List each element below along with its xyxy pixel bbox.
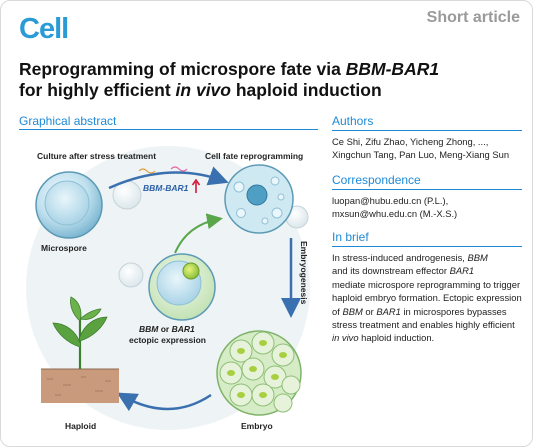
in-brief-section: In brief In stress-induced androgenesis,…: [332, 230, 522, 345]
correspondence-heading: Correspondence: [332, 173, 522, 190]
arrow-haploid: [116, 392, 212, 412]
ectopic-nucleus: [182, 262, 200, 280]
vacuole-5: [261, 217, 269, 225]
label-ectopic-genes: BBM or BAR1: [139, 324, 195, 334]
authors-heading: Authors: [332, 114, 522, 131]
label-haploid: Haploid: [65, 421, 96, 431]
wavy-signal-1: [138, 168, 156, 174]
graphical-abstract-svg: Culture after stress treatment Cell fate…: [26, 146, 310, 431]
email-link-1[interactable]: luopan@hubu.edu.cn (P.L.),: [332, 195, 449, 206]
authors-list: Ce Shi, Zifu Zhao, Yicheng Zhong, ..., X…: [332, 136, 510, 161]
vacuole-1: [233, 181, 245, 193]
graphical-abstract-heading: Graphical abstract: [19, 114, 117, 128]
article-title: Reprogramming of microspore fate via BBM…: [19, 59, 440, 100]
haploid-plant-icon: [41, 296, 119, 403]
upregulation-arrow-head-icon: [191, 178, 201, 186]
vacuole-3: [236, 208, 246, 218]
label-microspore: Microspore: [41, 243, 87, 253]
in-brief-heading: In brief: [332, 230, 522, 247]
label-culture: Culture after stress treatment: [37, 151, 156, 161]
label-reprogramming: Cell fate reprogramming: [205, 151, 303, 161]
graphical-abstract-rule: [19, 129, 318, 130]
correspondence-section: Correspondence luopan@hubu.edu.cn (P.L.)…: [332, 173, 522, 221]
vacuole-6: [277, 193, 285, 201]
embryo-cluster: [216, 330, 302, 416]
reprogrammed-nucleus: [246, 184, 268, 206]
graphical-abstract-figure: Culture after stress treatment Cell fate…: [19, 133, 318, 435]
label-embryo: Embryo: [241, 421, 273, 431]
label-embryogenesis: Embryogenesis: [299, 241, 309, 305]
vacuole-2: [270, 176, 280, 186]
wavy-signal-2: [170, 166, 188, 172]
vacuole-4: [271, 207, 283, 219]
small-bubble-3: [118, 262, 144, 288]
article-type-label: Short article: [426, 9, 520, 26]
microspore-inner: [44, 180, 90, 226]
arrow-ectopic: [174, 213, 223, 254]
label-ectopic-expression: ectopic expression: [129, 335, 206, 345]
authors-section: Authors Ce Shi, Zifu Zhao, Yicheng Zhong…: [332, 114, 522, 162]
journal-logo: Cell: [19, 13, 69, 45]
email-link-2[interactable]: mxsun@whu.edu.cn (M.-X.S.): [332, 208, 458, 220]
correspondence-emails: luopan@hubu.edu.cn (P.L.), mxsun@whu.edu…: [332, 194, 522, 221]
label-bbm-bar1: BBM-BAR1: [143, 183, 189, 193]
arrow-reprogramming: [108, 166, 229, 190]
